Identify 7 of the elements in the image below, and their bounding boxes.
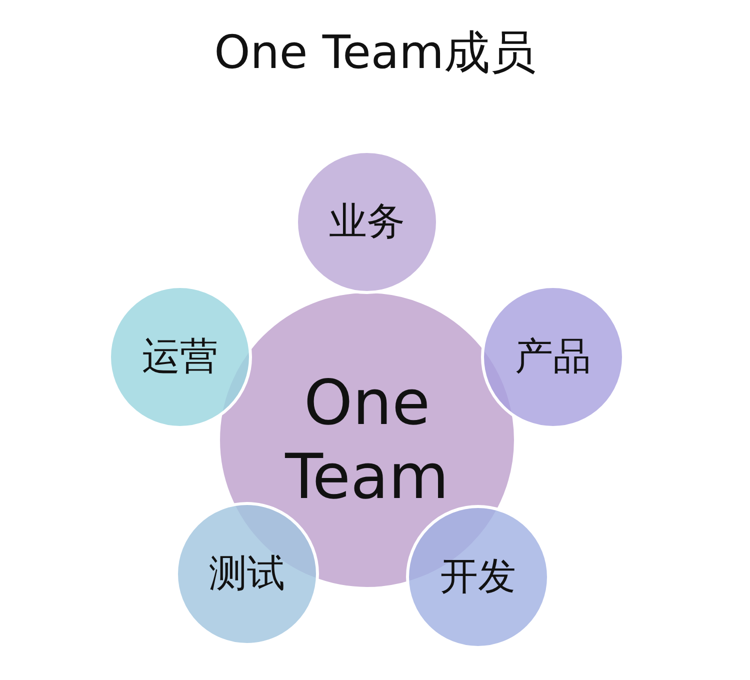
circle-label: One Team: [284, 366, 450, 514]
circle-label: 测试: [209, 551, 285, 597]
circle-label: 产品: [515, 334, 591, 380]
circle-label: 业务: [329, 199, 405, 245]
circle-label: 运营: [142, 334, 218, 380]
circle-label: 开发: [440, 554, 516, 600]
title: One Team成员: [214, 24, 536, 81]
